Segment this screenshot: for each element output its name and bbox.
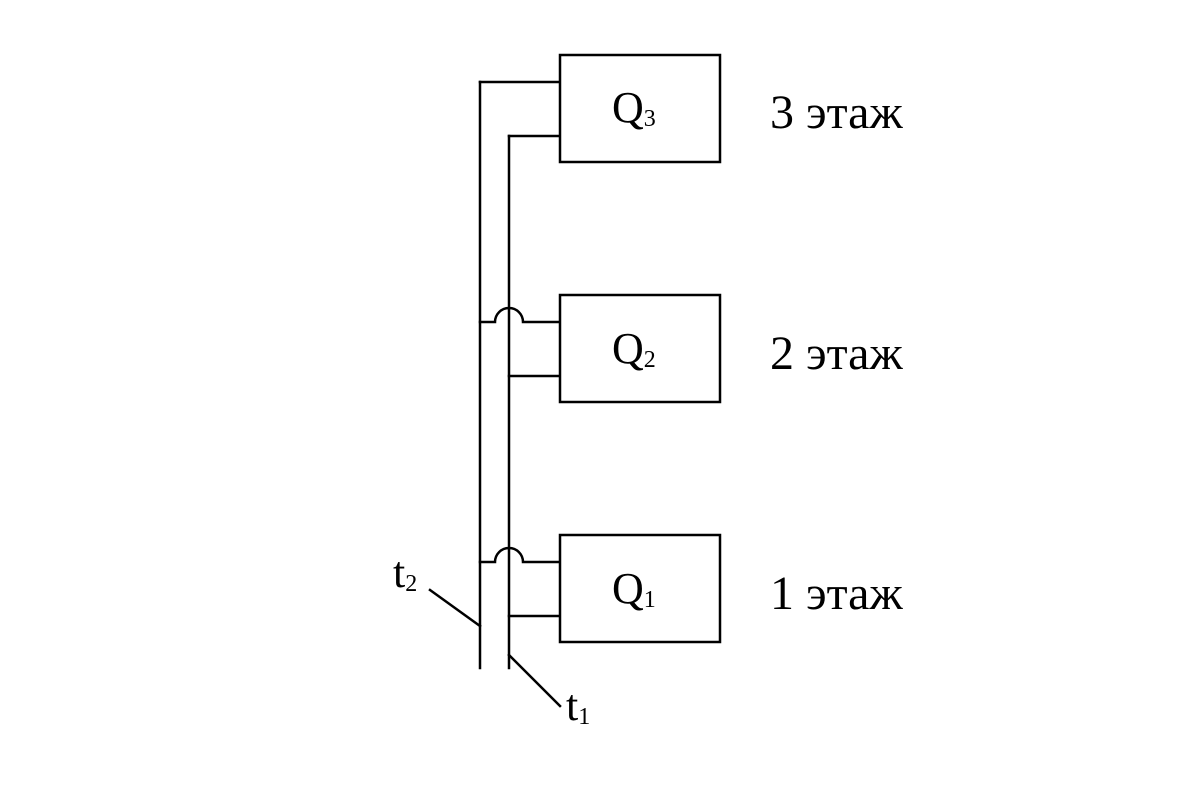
leader-line-t2: [428, 588, 482, 628]
connection-q2-upper-crossover: [478, 306, 562, 324]
leader-line-t1: [507, 653, 562, 708]
pipe-t1-label: t1: [566, 681, 590, 730]
unit-q1-label: Q1: [612, 564, 656, 613]
unit-q1-box: [558, 533, 722, 644]
unit-q2-subscript: 2: [644, 347, 656, 373]
pipe-t2-subscript: 2: [405, 571, 417, 597]
unit-q1-letter: Q: [612, 564, 644, 613]
unit-q2-box: [558, 293, 722, 404]
unit-q3-label: Q3: [612, 83, 656, 132]
pipe-t2-label: t2: [393, 548, 417, 597]
floor-2-label: 2 этаж: [770, 327, 903, 380]
pipe-t2-letter: t: [393, 548, 405, 597]
floor-1-label: 1 этаж: [770, 567, 903, 620]
pipe-t1-subscript: 1: [578, 704, 590, 730]
unit-q3-subscript: 3: [644, 106, 656, 132]
unit-q2-label: Q2: [612, 324, 656, 373]
connection-q1-upper-crossover: [478, 546, 562, 564]
floor-3-label: 3 этаж: [770, 86, 903, 139]
pipe-t1-letter: t: [566, 681, 578, 730]
unit-q2-letter: Q: [612, 324, 644, 373]
unit-q3-box: [558, 53, 722, 164]
unit-q1-subscript: 1: [644, 587, 656, 613]
unit-q3-letter: Q: [612, 83, 644, 132]
